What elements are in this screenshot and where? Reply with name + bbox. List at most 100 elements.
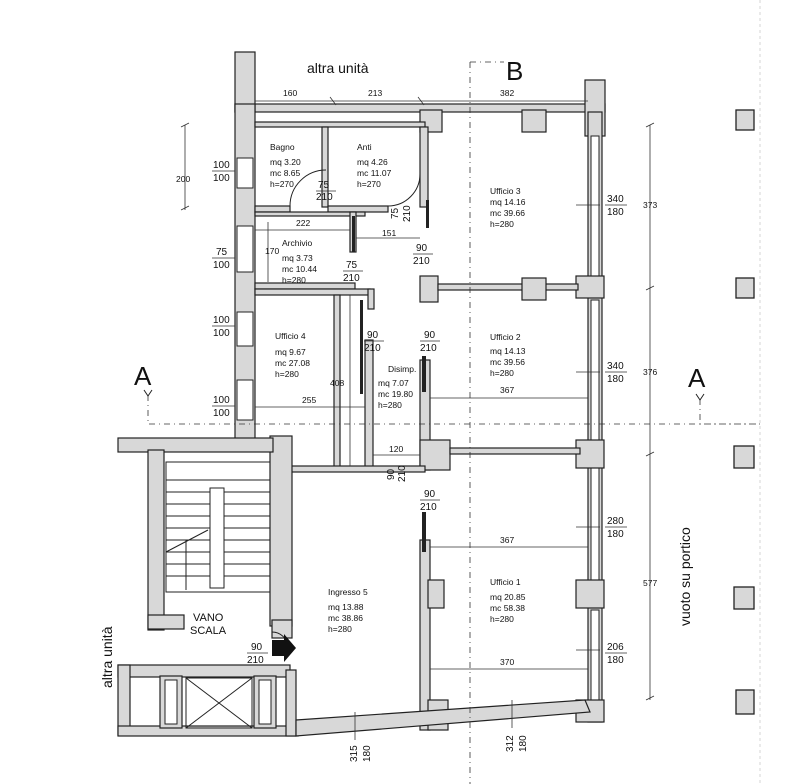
open-100c-top: 100 [213,395,230,406]
win-315-bot: 180 [362,745,373,762]
room-ufficio2-h: h=280 [490,368,514,378]
room-ufficio4-name: Ufficio 4 [275,331,306,341]
dim-200: 200 [176,174,190,184]
door-90b-bot: 210 [364,343,381,354]
open-100a-top: 100 [213,160,230,171]
dim-170: 170 [265,246,279,256]
room-ufficio4-mq: mq 9.67 [275,347,306,357]
win-312-top: 312 [505,735,516,752]
room-ufficio3-mc: mc 39.66 [490,208,525,218]
door-75a-top: 75 [318,180,330,191]
room-disimp-h: h=280 [378,400,402,410]
room-anti-mq: mq 4.26 [357,157,388,167]
portico-columns [733,109,755,715]
room-ingresso5-mq: mq 13.88 [328,602,364,612]
win-340a-bot: 180 [607,207,624,218]
label-altra-unita-top: altra unità [307,60,369,76]
room-ufficio4-h: h=280 [275,369,299,379]
win-206-top: 206 [607,642,624,653]
win-340b-top: 340 [607,361,624,372]
room-bagno-mq: mq 3.20 [270,157,301,167]
door-75a-bot: 210 [316,192,333,203]
door-90d-bot: 210 [397,465,408,482]
open-100c-bot: 100 [213,408,230,419]
room-archivio-mq: mq 3.73 [282,253,313,263]
label-scala: SCALA [190,625,227,637]
door-90f-top: 90 [251,642,263,653]
room-ufficio1-mq: mq 20.85 [490,592,526,602]
dim-370: 370 [500,657,514,667]
section-a-left-label: A [134,361,152,391]
dim-160: 160 [283,88,297,98]
room-bagno-h: h=270 [270,179,294,189]
dim-408: 408 [330,378,344,388]
room-anti-mc: mc 11.07 [357,168,392,178]
room-ufficio2-mc: mc 39.56 [490,357,525,367]
door-90a-top: 90 [416,243,428,254]
dim-222: 222 [296,218,310,228]
room-disimp-name: Disimp. [388,364,416,374]
room-labels: Bagno mq 3.20 mc 8.65 h=270 Anti mq 4.26… [270,142,526,634]
win-312-bot: 180 [518,735,529,752]
door-90e-top: 90 [424,489,436,500]
door-75c-top: 75 [346,260,358,271]
door-75b-top: 75 [390,207,401,219]
open-100a-bot: 100 [213,173,230,184]
dim-255: 255 [302,395,316,405]
open-75-top: 75 [216,247,228,258]
entrance-arrow-icon [272,634,296,662]
door-90c-bot: 210 [420,343,437,354]
door-90c-top: 90 [424,330,436,341]
room-ufficio1-h: h=280 [490,614,514,624]
dim-213: 213 [368,88,382,98]
staircase [165,461,271,593]
room-ingresso5-mc: mc 38.86 [328,613,363,623]
room-bagno-mc: mc 8.65 [270,168,301,178]
dimension-lines [180,96,655,740]
label-vuoto-su-portico: vuoto su portico [677,527,693,626]
dim-367b: 367 [500,535,514,545]
open-100b-bot: 100 [213,328,230,339]
room-anti-name: Anti [357,142,372,152]
open-100b-top: 100 [213,315,230,326]
door-90e-bot: 210 [420,502,437,513]
label-vano: VANO [193,612,224,624]
win-206-bot: 180 [607,655,624,666]
room-bagno-name: Bagno [270,142,295,152]
door-90b-top: 90 [367,330,379,341]
dim-373: 373 [643,200,657,210]
room-ingresso5-h: h=280 [328,624,352,634]
room-ufficio2-name: Ufficio 2 [490,332,521,342]
walls [117,51,606,737]
win-340a-top: 340 [607,194,624,205]
win-340b-bot: 180 [607,374,624,385]
room-ufficio1-mc: mc 58.38 [490,603,525,613]
room-anti-h: h=270 [357,179,381,189]
win-280-top: 280 [607,516,624,527]
open-75-bot: 100 [213,260,230,271]
room-disimp-mc: mc 19.80 [378,389,413,399]
room-disimp-mq: mq 7.07 [378,378,409,388]
door-75c-bot: 210 [343,273,360,284]
room-ufficio3-name: Ufficio 3 [490,186,521,196]
dim-577: 577 [643,578,657,588]
section-b-label: B [506,56,523,86]
room-ufficio4-mc: mc 27.08 [275,358,310,368]
dim-120: 120 [389,444,403,454]
room-ufficio1-name: Ufficio 1 [490,577,521,587]
room-archivio-name: Archivio [282,238,313,248]
room-ufficio3-h: h=280 [490,219,514,229]
dim-367a: 367 [500,385,514,395]
room-ingresso5-name: Ingresso 5 [328,587,368,597]
dim-382: 382 [500,88,514,98]
room-archivio-mc: mc 10.44 [282,264,317,274]
dim-151: 151 [382,228,396,238]
room-ufficio3-mq: mq 14.16 [490,197,526,207]
door-90f-bot: 210 [247,655,264,666]
room-ufficio2-mq: mq 14.13 [490,346,526,356]
section-a-right-label: A [688,363,706,393]
door-75b-bot: 210 [402,205,413,222]
label-altra-unita-left: altra unità [99,626,115,688]
